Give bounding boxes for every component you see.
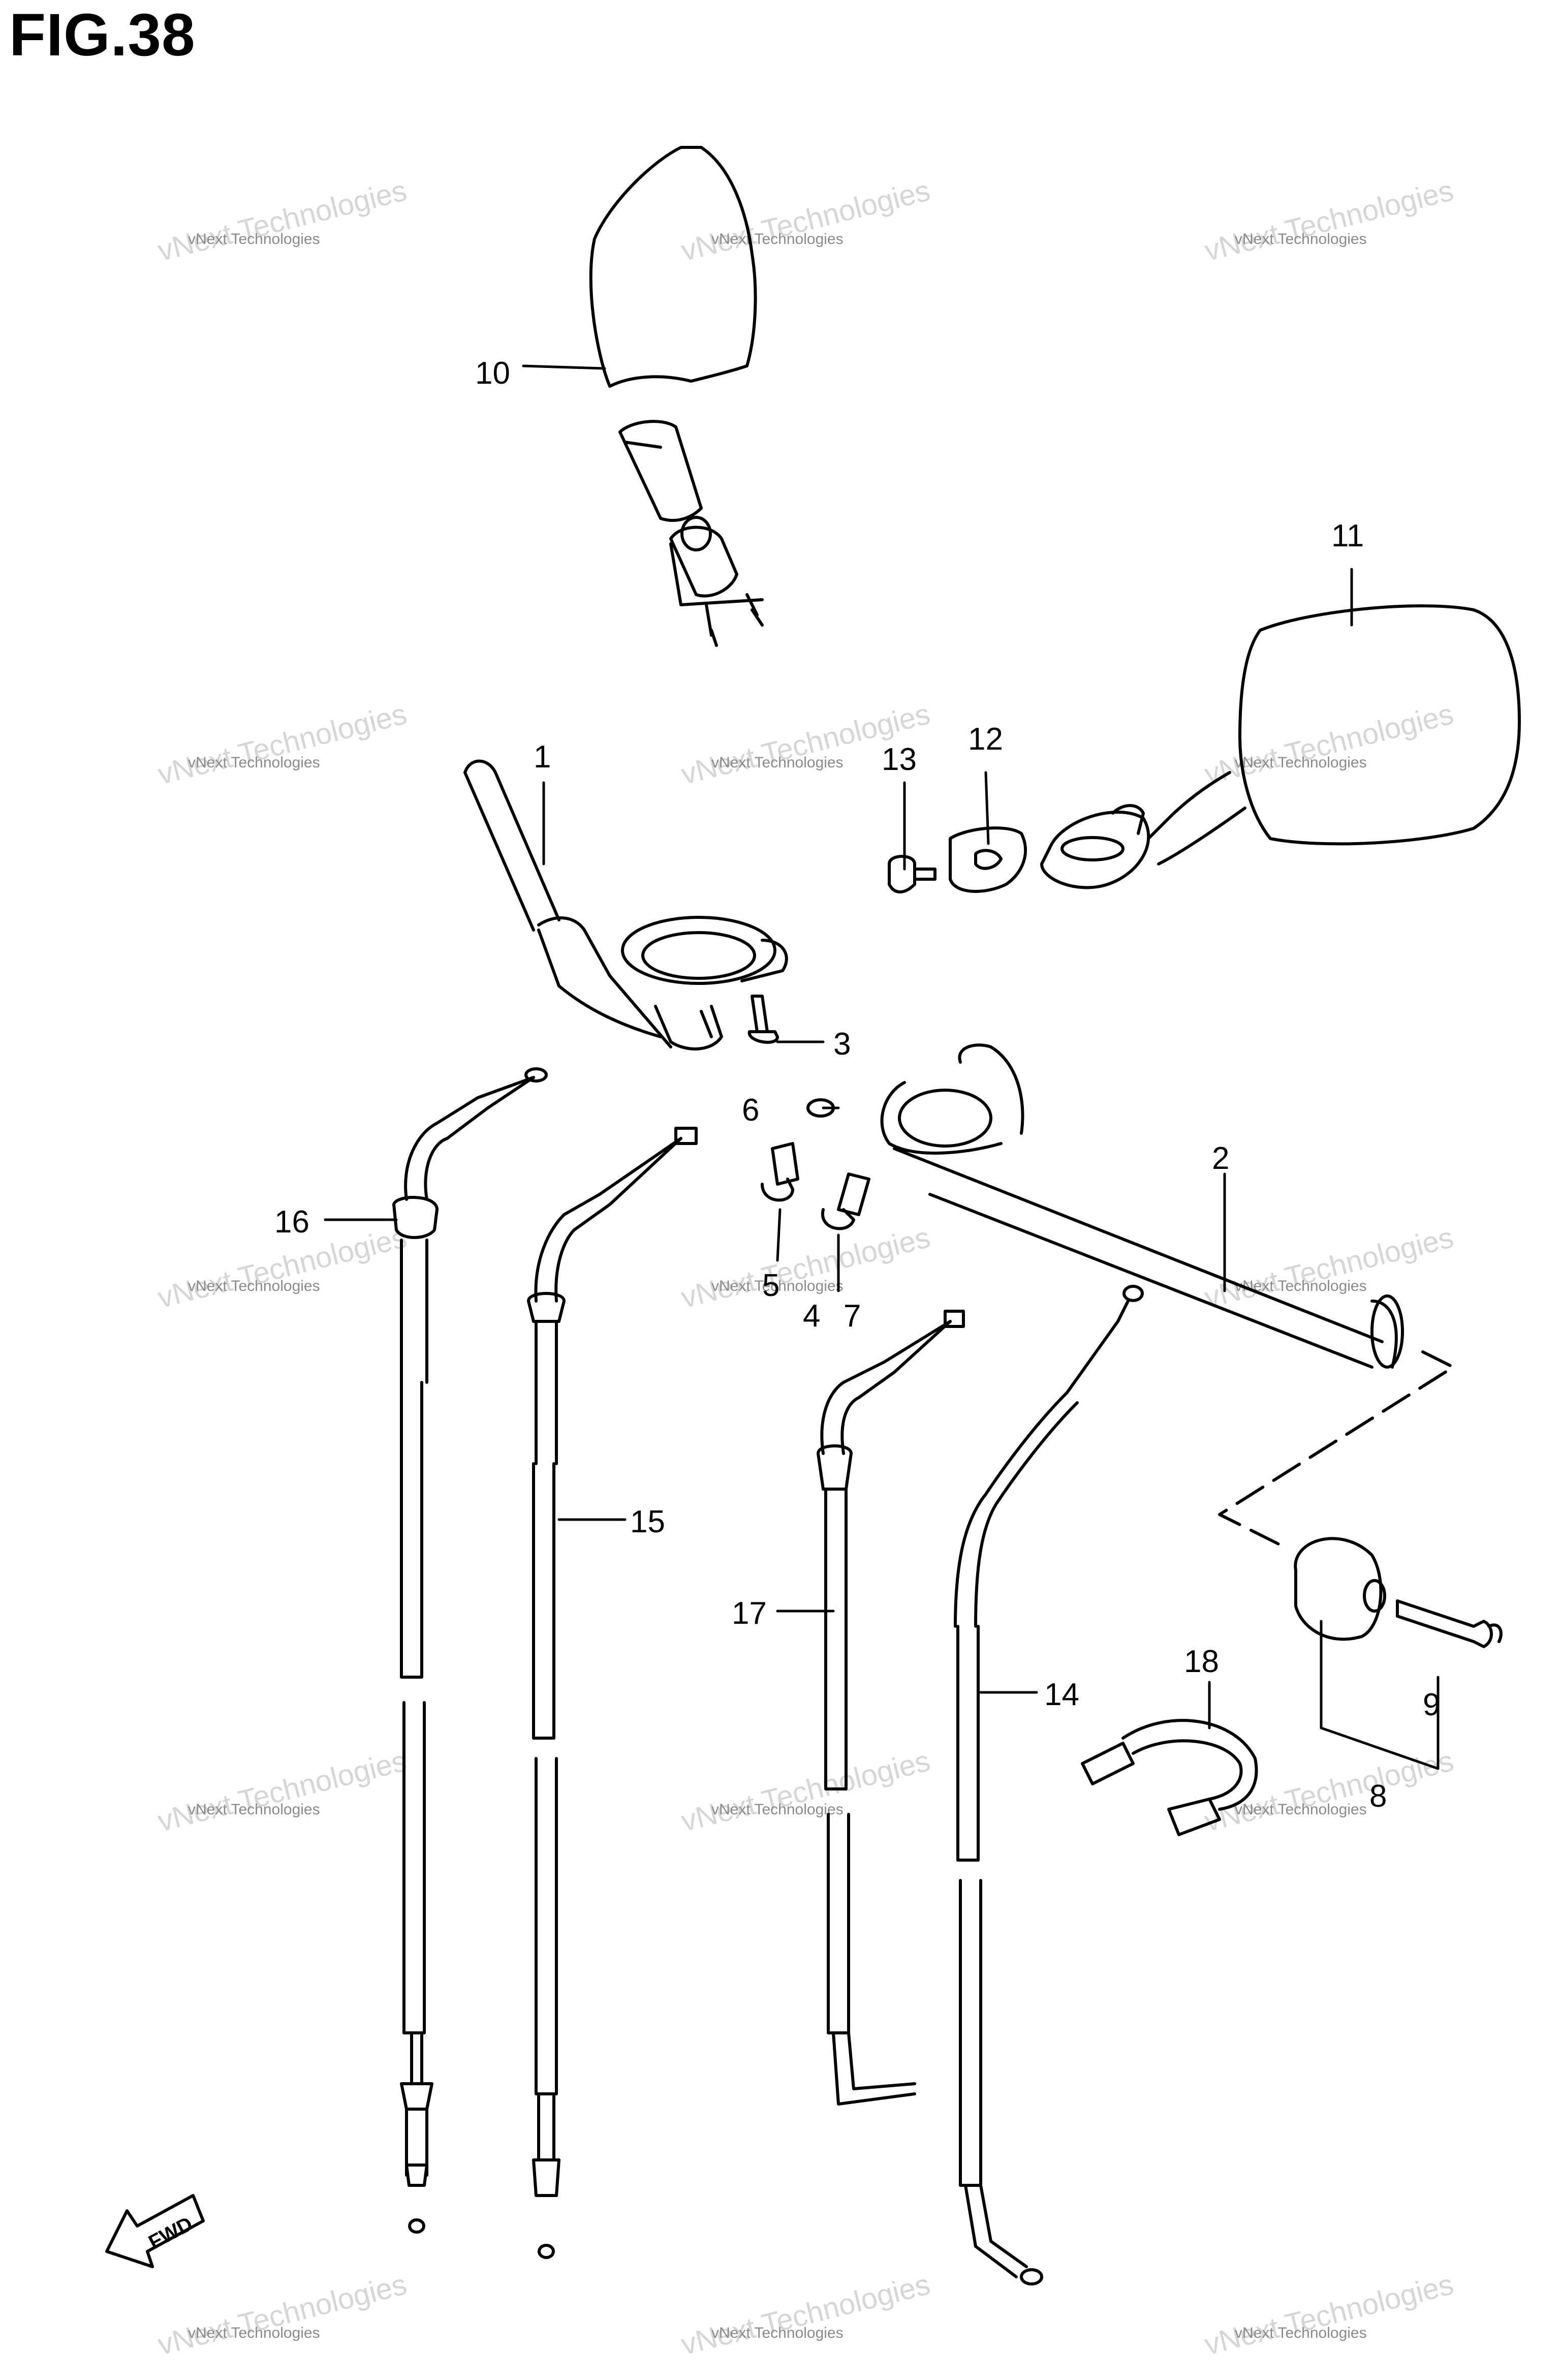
right-handlebar — [880, 1043, 1404, 1369]
figure-title: FIG.38 — [9, 2, 196, 69]
watermark-big-text: vNext Technologies — [678, 1744, 933, 1838]
mirror-bracket-12 — [949, 826, 1027, 893]
callout-15: 15 — [630, 1504, 665, 1539]
watermark-small-text: vNext Technologies — [711, 1801, 844, 1818]
bar-end-guide — [1218, 1350, 1455, 1547]
watermark-small-text: vNext Technologies — [711, 1278, 844, 1294]
callout-9: 9 — [1423, 1687, 1440, 1722]
callout-14: 14 — [1044, 1677, 1079, 1712]
callout-6: 6 — [742, 1093, 759, 1128]
watermark-small-text: vNext Technologies — [711, 2325, 844, 2341]
left-mirror — [589, 146, 764, 647]
watermark-big-text: vNext Technologies — [1201, 1221, 1457, 1314]
callout-11: 11 — [1331, 518, 1364, 553]
callout-13: 13 — [882, 742, 917, 777]
callout-1: 1 — [534, 739, 551, 775]
bolt-3 — [747, 995, 779, 1044]
callout-16: 16 — [274, 1204, 309, 1240]
watermark-big-text: vNext Technologies — [154, 174, 410, 267]
bolt-5 — [761, 1142, 799, 1202]
watermark-small-text: vNext Technologies — [188, 754, 320, 771]
callout-12: 12 — [968, 722, 1003, 757]
watermark-small-text: vNext Technologies — [188, 231, 320, 248]
watermark-big-text: vNext Technologies — [154, 697, 410, 791]
callout-17: 17 — [732, 1596, 767, 1631]
part-drawings — [324, 146, 1521, 2285]
watermark-small-text: vNext Technologies — [1235, 1801, 1367, 1818]
watermark-big-text: vNext Technologies — [1201, 2268, 1457, 2361]
leader-lines — [324, 364, 1440, 1770]
callout-8: 8 — [1369, 1779, 1387, 1814]
watermark-big-text: vNext Technologies — [678, 2268, 933, 2361]
callout-18: 18 — [1184, 1644, 1219, 1679]
watermark-big-text: vNext Technologies — [154, 2268, 410, 2361]
cable-15 — [527, 1127, 698, 2259]
callout-2: 2 — [1212, 1141, 1229, 1176]
watermark-small-text: vNext Technologies — [188, 2325, 320, 2341]
watermark-small-text: vNext Technologies — [711, 231, 844, 248]
watermark-small-text: vNext Technologies — [1235, 754, 1367, 771]
screw-13 — [888, 855, 936, 893]
left-handlebar — [463, 759, 788, 1050]
watermark-small-text: vNext Technologies — [1235, 2325, 1367, 2341]
bar-end-weight — [1294, 1537, 1503, 1648]
right-mirror — [1040, 604, 1521, 889]
watermark-big-text: vNext Technologies — [154, 1744, 410, 1838]
watermark-big-text: vNext Technologies — [1201, 174, 1457, 267]
callout-7: 7 — [844, 1299, 861, 1334]
watermark-big-text: vNext Technologies — [1201, 1744, 1457, 1838]
cable-16 — [392, 1067, 548, 2234]
callout-4: 4 — [803, 1299, 820, 1334]
watermark-small-text: vNext Technologies — [1235, 231, 1367, 248]
bolt-7 — [821, 1172, 870, 1230]
watermark-big-text: vNext Technologies — [678, 174, 933, 267]
callout-labels: 10 11 1 12 13 3 6 2 5 4 7 16 15 17 14 18… — [274, 356, 1440, 1814]
cable-14 — [954, 1285, 1144, 2285]
callout-5: 5 — [762, 1268, 779, 1303]
callout-10: 10 — [475, 356, 510, 391]
watermark-small-text: vNext Technologies — [711, 754, 844, 771]
cable-17 — [817, 1310, 965, 2106]
cable-clamp-18 — [1081, 1719, 1258, 1836]
watermark-small-text: vNext Technologies — [188, 1278, 320, 1294]
fwd-direction-arrow: FWD — [105, 2194, 205, 2268]
watermark-small-text: vNext Technologies — [188, 1801, 320, 1818]
callout-3: 3 — [833, 1027, 851, 1062]
